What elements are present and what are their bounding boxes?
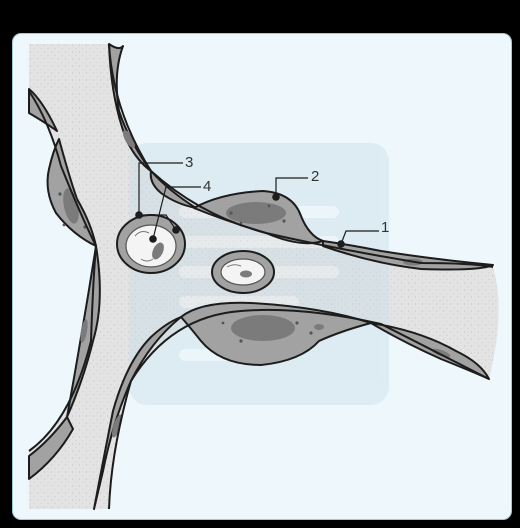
callout-3: 3 <box>135 154 193 234</box>
nucleus <box>231 315 295 341</box>
endothelial-cell-right-upper <box>322 240 494 271</box>
figure-panel: 1 2 3 4 <box>12 33 512 520</box>
endothelial-cell-junction <box>149 170 197 209</box>
callout-4: 4 <box>149 178 211 243</box>
callout-label-2: 2 <box>311 168 319 185</box>
endothelial-cell-bottom-left <box>28 416 74 480</box>
endothelial-cell-left-edge <box>28 88 58 132</box>
nucleus <box>152 242 164 260</box>
callout-label-3: 3 <box>185 154 193 171</box>
capillary-network-diagram: 1 2 3 4 <box>28 43 499 510</box>
nucleus <box>226 202 286 224</box>
callout-2: 2 <box>272 168 319 201</box>
blood-cell-callout-3 <box>116 214 186 274</box>
callout-1: 1 <box>337 219 389 248</box>
callout-label-1: 1 <box>381 219 389 236</box>
callout-label-4: 4 <box>203 178 211 195</box>
nucleus <box>63 188 79 224</box>
blood-cell <box>211 250 275 294</box>
